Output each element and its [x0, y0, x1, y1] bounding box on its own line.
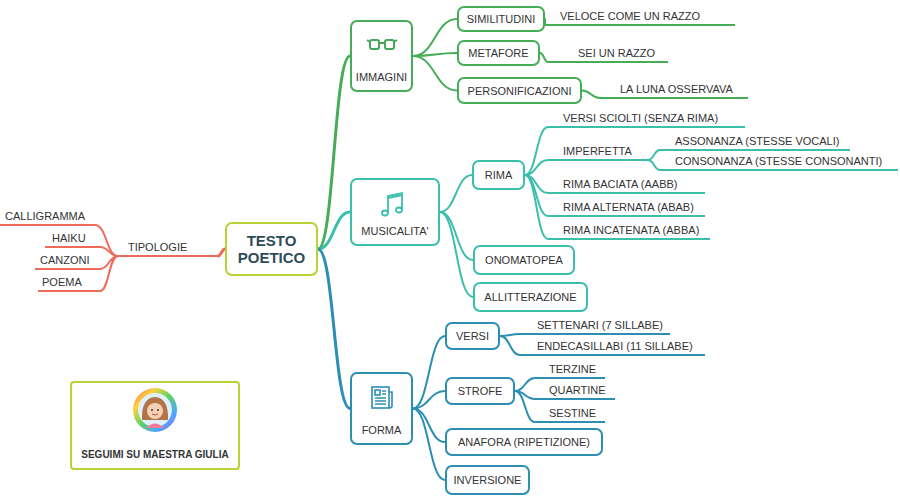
topic-text: RIMA ALTERNATA (ABAB)	[563, 200, 705, 214]
branch-connector	[100, 247, 118, 256]
topic-text: SIMILITUDINI	[467, 13, 535, 25]
branch-connector	[413, 19, 457, 56]
topic-text: ANAFORA (RIPETIZIONE)	[458, 436, 590, 448]
topic-text: VERSI SCIOLTI (SENZA RIMA)	[563, 111, 745, 125]
branch-connector	[525, 160, 548, 175]
topic-text: FORMA	[362, 424, 402, 436]
topic-text: VERSI	[456, 330, 489, 342]
branch-connector	[648, 150, 660, 160]
topic-text: ONOMATOPEA	[485, 254, 563, 266]
topic-text: IMPERFETTA	[563, 144, 648, 158]
branch-connector	[413, 56, 457, 91]
topic-text: MUSICALITA'	[361, 225, 428, 237]
branch-connector	[582, 91, 600, 99]
branch-connector	[413, 409, 445, 443]
central-topic: TESTO POETICO	[225, 222, 318, 276]
branch-connector	[95, 225, 118, 256]
topic-box: VERSI	[445, 322, 500, 350]
topic-text: METAFORE	[468, 47, 528, 59]
branch-connector	[648, 160, 660, 170]
topic-text: ALLITTERAZIONE	[484, 291, 576, 303]
topic-text: ASSONANZA (STESSE VOCALI)	[675, 134, 850, 148]
topic-text: CALLIGRAMMA	[5, 209, 95, 223]
leaf-topic: QUARTINE	[535, 383, 615, 400]
topic-box: METAFORE	[457, 40, 540, 66]
branch-connector	[525, 127, 548, 175]
topic-box: STROFE	[445, 377, 515, 405]
leaf-topic: SESTINE	[535, 406, 605, 423]
branch-connector	[318, 212, 350, 249]
topic-box: RIMA	[472, 160, 525, 190]
follow-card: SEGUIMI SU MAESTRA GIULIA	[70, 381, 240, 470]
topic-text: CANZONI	[40, 253, 100, 267]
topic-text: TESTO POETICO	[235, 232, 308, 266]
branch-connector	[413, 409, 445, 481]
branch-connector	[413, 391, 445, 409]
topic-text: LA LUNA OSSERVAVA	[620, 82, 748, 96]
topic-box: SIMILITUDINI	[457, 6, 545, 32]
topic-text: RIMA BACIATA (AABB)	[563, 177, 705, 191]
topic-text: QUARTINE	[549, 383, 615, 397]
topic-box: ANAFORA (RIPETIZIONE)	[445, 428, 603, 456]
leaf-topic: RIMA INCATENATA (ABBA)	[548, 223, 710, 240]
leaf-topic: ENDECASILLABI (11 SILLABE)	[520, 339, 705, 356]
leaf-topic: SEI UN RAZZO	[548, 46, 668, 63]
topic-text: RIMA	[485, 169, 513, 181]
branch-connector	[440, 175, 472, 212]
topic-text: RIMA INCATENATA (ABBA)	[563, 223, 710, 237]
branch-connector	[413, 336, 445, 409]
leaf-topic: ASSONANZA (STESSE VOCALI)	[660, 134, 850, 151]
branch-connector	[515, 391, 535, 422]
branch-box: MUSICALITA'	[350, 178, 440, 246]
topic-text: CONSONANZA (STESSE CONSONANTI)	[675, 154, 898, 168]
topic-text: IMMAGINI	[356, 71, 407, 83]
leaf-topic: VERSI SCIOLTI (SENZA RIMA)	[548, 111, 745, 128]
topic-text: SESTINE	[549, 406, 605, 420]
branch-connector	[515, 378, 535, 391]
branch-box: FORMA	[350, 372, 413, 445]
leaf-topic: POEMA	[38, 275, 100, 292]
branch-connector	[100, 256, 118, 291]
topic-box: INVERSIONE	[445, 465, 530, 495]
topic-text: INVERSIONE	[454, 474, 522, 486]
leaf-topic: RIMA BACIATA (AABB)	[548, 177, 705, 194]
leaf-topic: TIPOLOGIE	[118, 240, 218, 257]
branch-connector	[218, 249, 225, 256]
leaf-topic: TERZINE	[535, 362, 605, 379]
branch-connector	[540, 53, 548, 62]
leaf-topic: LA LUNA OSSERVAVA	[600, 82, 748, 99]
branch-connector	[318, 249, 350, 409]
topic-box: ONOMATOPEA	[473, 245, 575, 275]
topic-box: ALLITTERAZIONE	[473, 282, 588, 312]
topic-text: VELOCE COME UN RAZZO	[560, 9, 735, 23]
topic-text: PERSONIFICAZIONI	[468, 85, 572, 97]
branch-connector	[413, 53, 457, 56]
leaf-topic: CALLIGRAMMA	[0, 209, 95, 226]
topic-text: HAIKU	[52, 231, 100, 245]
topic-text: ENDECASILLABI (11 SILLABE)	[537, 339, 705, 353]
topic-text: SEGUIMI SU MAESTRA GIULIA	[81, 449, 228, 460]
topic-text: SETTENARI (7 SILLABE)	[537, 318, 670, 332]
branch-box: IMMAGINI	[350, 20, 413, 92]
topic-text: SEI UN RAZZO	[578, 46, 668, 60]
topic-text: STROFE	[458, 385, 503, 397]
topic-text: TIPOLOGIE	[128, 240, 218, 254]
leaf-topic: CANZONI	[35, 253, 100, 270]
leaf-topic: VELOCE COME UN RAZZO	[545, 9, 735, 26]
topic-box: PERSONIFICAZIONI	[457, 77, 582, 104]
topic-text: TERZINE	[549, 362, 605, 376]
leaf-topic: HAIKU	[45, 231, 100, 248]
branch-connector	[318, 56, 350, 249]
branch-connector	[500, 336, 520, 355]
leaf-topic: SETTENARI (7 SILLABE)	[520, 318, 670, 335]
leaf-topic: CONSONANZA (STESSE CONSONANTI)	[660, 154, 898, 171]
leaf-topic: IMPERFETTA	[548, 144, 648, 161]
branch-connector	[440, 212, 473, 297]
branch-connector	[525, 175, 548, 239]
leaf-topic: RIMA ALTERNATA (ABAB)	[548, 200, 705, 217]
topic-text: POEMA	[42, 275, 100, 289]
